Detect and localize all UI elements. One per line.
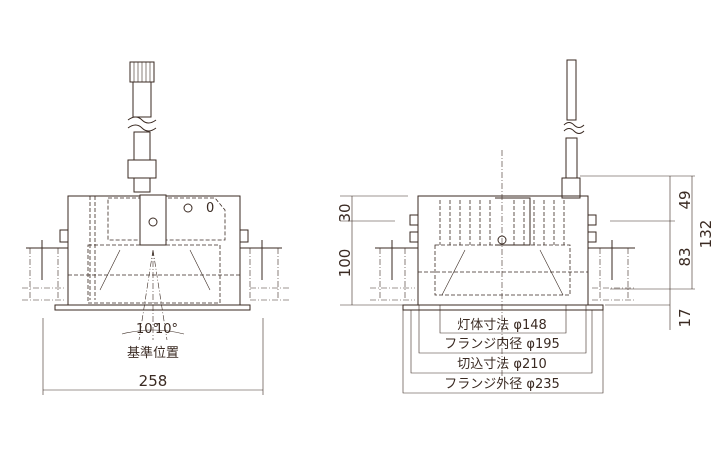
cable-connector xyxy=(127,61,157,193)
flange-outer-dimension: フランジ外径 φ235 xyxy=(444,377,560,392)
dim-30: 30 xyxy=(336,203,354,222)
switch-mark: 0 xyxy=(206,201,214,216)
flange-inner-dimension: フランジ内径 φ195 xyxy=(444,336,560,352)
flange xyxy=(54,304,251,311)
dim-83: 83 xyxy=(676,247,694,266)
body-size-dimension: 灯体寸法 φ148 xyxy=(457,318,547,333)
side-cable xyxy=(561,59,585,199)
reference-position-label: 基準位置 xyxy=(127,345,179,361)
angle-left-label: 10° xyxy=(136,322,159,337)
cutout-dimension: 切込寸法 φ210 xyxy=(457,357,547,372)
side-flange xyxy=(402,304,604,311)
dim-17: 17 xyxy=(676,308,694,327)
width-dimension: 258 xyxy=(139,372,168,390)
dim-100: 100 xyxy=(336,249,354,278)
side-view: 30 100 49 83 132 17 灯体寸法 φ148 フランジ内径 φ19… xyxy=(336,59,715,394)
dim-49: 49 xyxy=(676,190,694,209)
ceiling xyxy=(22,240,290,301)
front-view: 0 10° 10° 基準位置 258 xyxy=(22,61,290,395)
side-housing xyxy=(417,195,589,306)
angle-right-label: 10° xyxy=(155,322,178,337)
heat-sink-fins xyxy=(439,197,565,246)
side-ceiling xyxy=(370,240,635,301)
dim-132: 132 xyxy=(697,220,715,249)
